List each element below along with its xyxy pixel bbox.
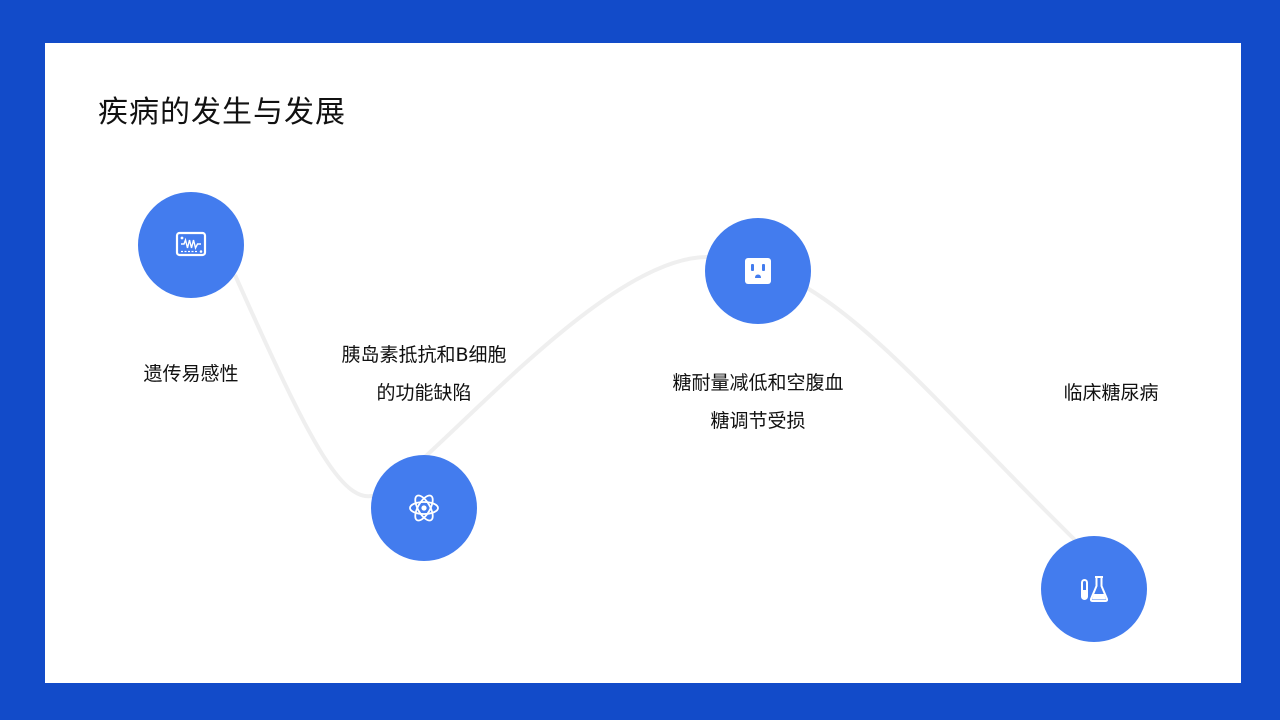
step-3-label-line-1: 糖耐量减低和空腹血 <box>672 372 844 394</box>
test-tube-flask-icon <box>1081 576 1109 602</box>
outlet-icon <box>745 258 771 284</box>
step-1-label-line-1: 遗传易感性 <box>143 363 239 385</box>
atom-icon <box>409 494 439 522</box>
step-4-label: 临床糖尿病 <box>1063 374 1158 412</box>
step-2-label-line-1: 胰岛素抵抗和B细胞 <box>341 344 507 366</box>
monitor-icon <box>175 231 207 257</box>
step-4-label-line-1: 临床糖尿病 <box>1063 382 1159 404</box>
step-2-node <box>371 455 477 561</box>
step-3-label-line-2: 糖调节受损 <box>710 410 806 432</box>
page-title: 疾病的发生与发展 <box>98 95 346 130</box>
step-3-node <box>705 218 811 324</box>
step-3-label: 糖耐量减低和空腹血 糖调节受损 <box>672 364 843 440</box>
step-2-label: 胰岛素抵抗和B细胞 的功能缺陷 <box>341 336 506 412</box>
step-1-label: 遗传易感性 <box>143 355 238 393</box>
slide-card: 疾病的发生与发展 遗传易感性 胰岛素抵抗和B细胞 的功能缺陷 <box>45 43 1241 683</box>
step-4-node <box>1041 536 1147 642</box>
connector-curve <box>233 254 1077 542</box>
step-1-node <box>138 192 244 298</box>
step-2-label-line-2: 的功能缺陷 <box>376 382 472 404</box>
